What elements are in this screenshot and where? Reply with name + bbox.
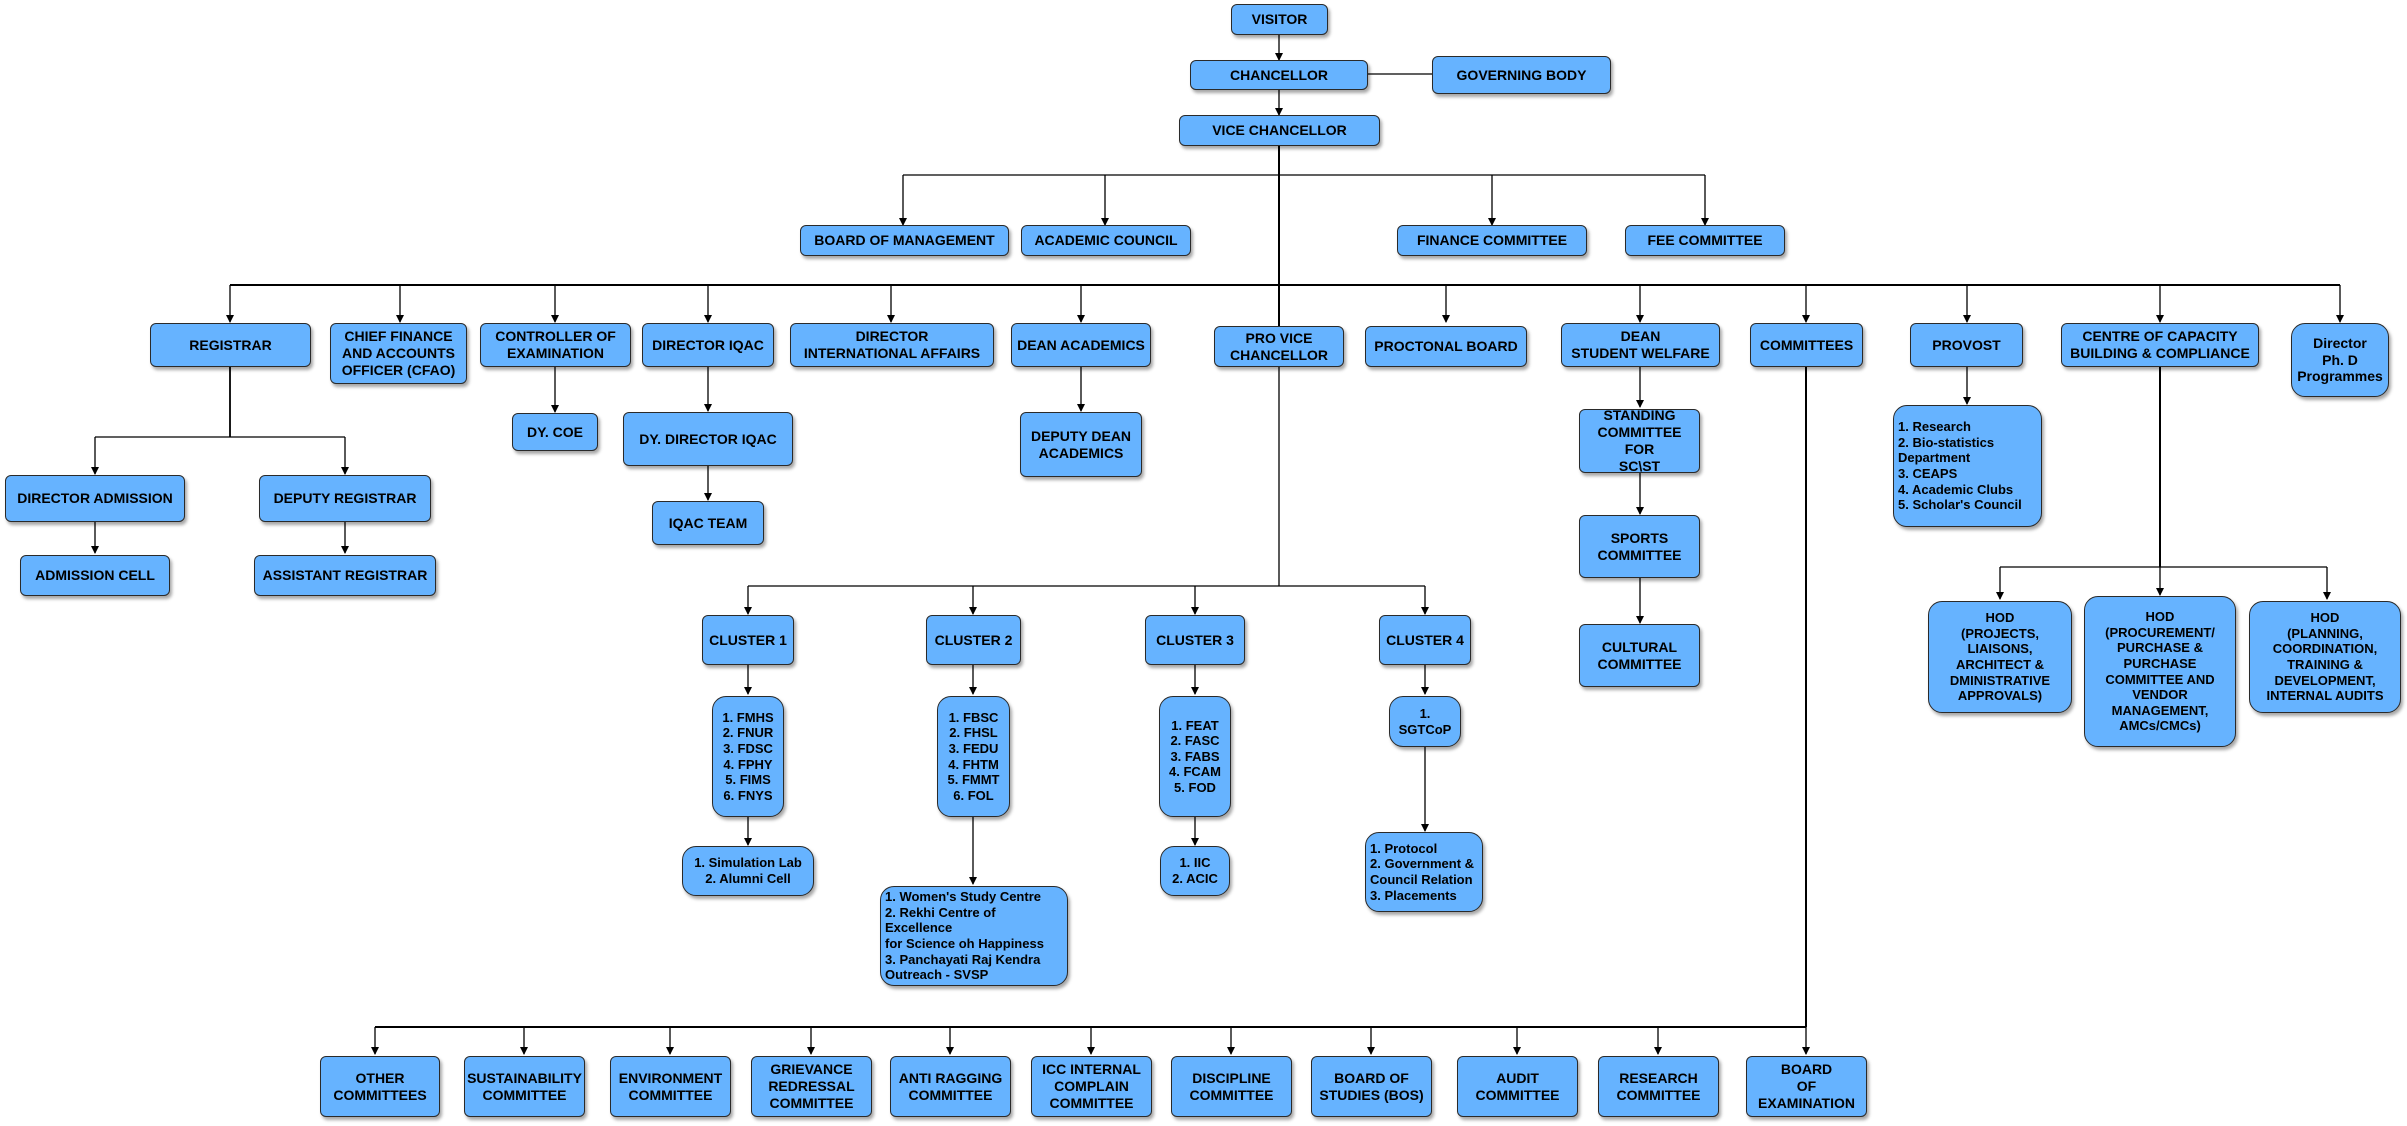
node-dy-coe[interactable]: DY. COE xyxy=(512,413,598,451)
node-centre-of-capacity-building[interactable]: CENTRE OF CAPACITY BUILDING & COMPLIANCE xyxy=(2061,323,2259,367)
node-director-iqac[interactable]: DIRECTOR IQAC xyxy=(642,323,774,367)
node-provost[interactable]: PROVOST xyxy=(1910,323,2023,367)
node-cluster-1-faculties[interactable]: 1. FMHS 2. FNUR 3. FDSC 4. FPHY 5. FIMS … xyxy=(712,696,784,817)
node-pro-vice-chancellor[interactable]: PRO VICE CHANCELLOR xyxy=(1214,326,1344,367)
node-sustainability-committee[interactable]: SUSTAINABILITY COMMITTEE xyxy=(464,1056,585,1117)
node-cultural-committee[interactable]: CULTURAL COMMITTEE xyxy=(1579,624,1700,687)
node-dy-director-iqac[interactable]: DY. DIRECTOR IQAC xyxy=(623,412,793,466)
node-admission-cell[interactable]: ADMISSION CELL xyxy=(20,555,170,596)
node-hod-procurement[interactable]: HOD (PROCUREMENT/ PURCHASE & PURCHASE CO… xyxy=(2084,596,2236,747)
node-fee-committee[interactable]: FEE COMMITTEE xyxy=(1625,225,1785,256)
node-anti-ragging-committee[interactable]: ANTI RAGGING COMMITTEE xyxy=(890,1056,1011,1117)
node-director-phd-programmes[interactable]: Director Ph. D Programmes xyxy=(2291,323,2389,397)
node-deputy-dean-academics[interactable]: DEPUTY DEAN ACADEMICS xyxy=(1020,412,1142,477)
node-cluster-3-faculties[interactable]: 1. FEAT 2. FASC 3. FABS 4. FCAM 5. FOD xyxy=(1159,696,1231,817)
node-hod-planning[interactable]: HOD (PLANNING, COORDINATION, TRAINING & … xyxy=(2249,601,2401,713)
node-sports-committee[interactable]: SPORTS COMMITTEE xyxy=(1579,515,1700,578)
node-other-committees[interactable]: OTHER COMMITTEES xyxy=(320,1056,440,1117)
node-cluster-3[interactable]: CLUSTER 3 xyxy=(1145,615,1245,665)
node-proctonal-board[interactable]: PROCTONAL BOARD xyxy=(1365,326,1527,367)
node-board-of-examination[interactable]: BOARD OF EXAMINATION xyxy=(1746,1056,1867,1117)
node-audit-committee[interactable]: AUDIT COMMITTEE xyxy=(1457,1056,1578,1117)
node-cluster-4-units[interactable]: 1. Protocol 2. Government & Council Rela… xyxy=(1365,832,1483,912)
node-director-admission[interactable]: DIRECTOR ADMISSION xyxy=(5,475,185,522)
node-hod-projects[interactable]: HOD (PROJECTS, LIAISONS, ARCHITECT & DMI… xyxy=(1928,601,2072,713)
node-cluster-3-units[interactable]: 1. IIC 2. ACIC xyxy=(1160,846,1230,896)
node-cluster-2[interactable]: CLUSTER 2 xyxy=(926,615,1021,665)
node-academic-council[interactable]: ACADEMIC COUNCIL xyxy=(1021,225,1191,256)
node-chancellor[interactable]: CHANCELLOR xyxy=(1190,60,1368,90)
node-visitor[interactable]: VISITOR xyxy=(1231,4,1328,35)
node-vice-chancellor[interactable]: VICE CHANCELLOR xyxy=(1179,115,1380,146)
node-cluster-4-faculties[interactable]: 1. SGTCoP xyxy=(1389,696,1461,747)
node-cluster-4[interactable]: CLUSTER 4 xyxy=(1379,615,1471,665)
node-cluster-2-faculties[interactable]: 1. FBSC 2. FHSL 3. FEDU 4. FHTM 5. FMMT … xyxy=(937,696,1010,817)
node-board-of-management[interactable]: BOARD OF MANAGEMENT xyxy=(800,225,1009,256)
node-assistant-registrar[interactable]: ASSISTANT REGISTRAR xyxy=(254,555,436,596)
node-research-committee[interactable]: RESEARCH COMMITTEE xyxy=(1598,1056,1719,1117)
node-board-of-studies[interactable]: BOARD OF STUDIES (BOS) xyxy=(1311,1056,1432,1117)
node-grievance-redressal-committee[interactable]: GRIEVANCE REDRESSAL COMMITTEE xyxy=(751,1056,872,1117)
node-cluster-2-units[interactable]: 1. Women's Study Centre 2. Rekhi Centre … xyxy=(880,886,1068,986)
node-discipline-committee[interactable]: DISCIPLINE COMMITTEE xyxy=(1171,1056,1292,1117)
node-dean-student-welfare[interactable]: DEAN STUDENT WELFARE xyxy=(1561,323,1720,367)
node-dean-academics[interactable]: DEAN ACADEMICS xyxy=(1011,323,1151,367)
node-deputy-registrar[interactable]: DEPUTY REGISTRAR xyxy=(259,475,431,522)
node-provost-list[interactable]: 1. Research 2. Bio-statistics Department… xyxy=(1893,405,2042,527)
node-controller-of-examination[interactable]: CONTROLLER OF EXAMINATION xyxy=(480,323,631,367)
node-cfao[interactable]: CHIEF FINANCE AND ACCOUNTS OFFICER (CFAO… xyxy=(330,323,467,384)
node-cluster-1-units[interactable]: 1. Simulation Lab 2. Alumni Cell xyxy=(682,846,814,896)
node-committees[interactable]: COMMITTEES xyxy=(1750,323,1863,367)
node-registrar[interactable]: REGISTRAR xyxy=(150,323,311,367)
node-finance-committee[interactable]: FINANCE COMMITTEE xyxy=(1397,225,1587,256)
node-standing-committee-sc-st[interactable]: STANDING COMMITTEE FOR SC\ST xyxy=(1579,407,1700,474)
node-governing-body[interactable]: GOVERNING BODY xyxy=(1432,56,1611,94)
node-icc-internal-complain-committee[interactable]: ICC INTERNAL COMPLAIN COMMITTEE xyxy=(1031,1056,1152,1117)
node-environment-committee[interactable]: ENVIRONMENT COMMITTEE xyxy=(610,1056,731,1117)
node-iqac-team[interactable]: IQAC TEAM xyxy=(652,501,764,545)
node-cluster-1[interactable]: CLUSTER 1 xyxy=(702,615,794,665)
node-director-international-affairs[interactable]: DIRECTOR INTERNATIONAL AFFAIRS xyxy=(790,323,994,367)
